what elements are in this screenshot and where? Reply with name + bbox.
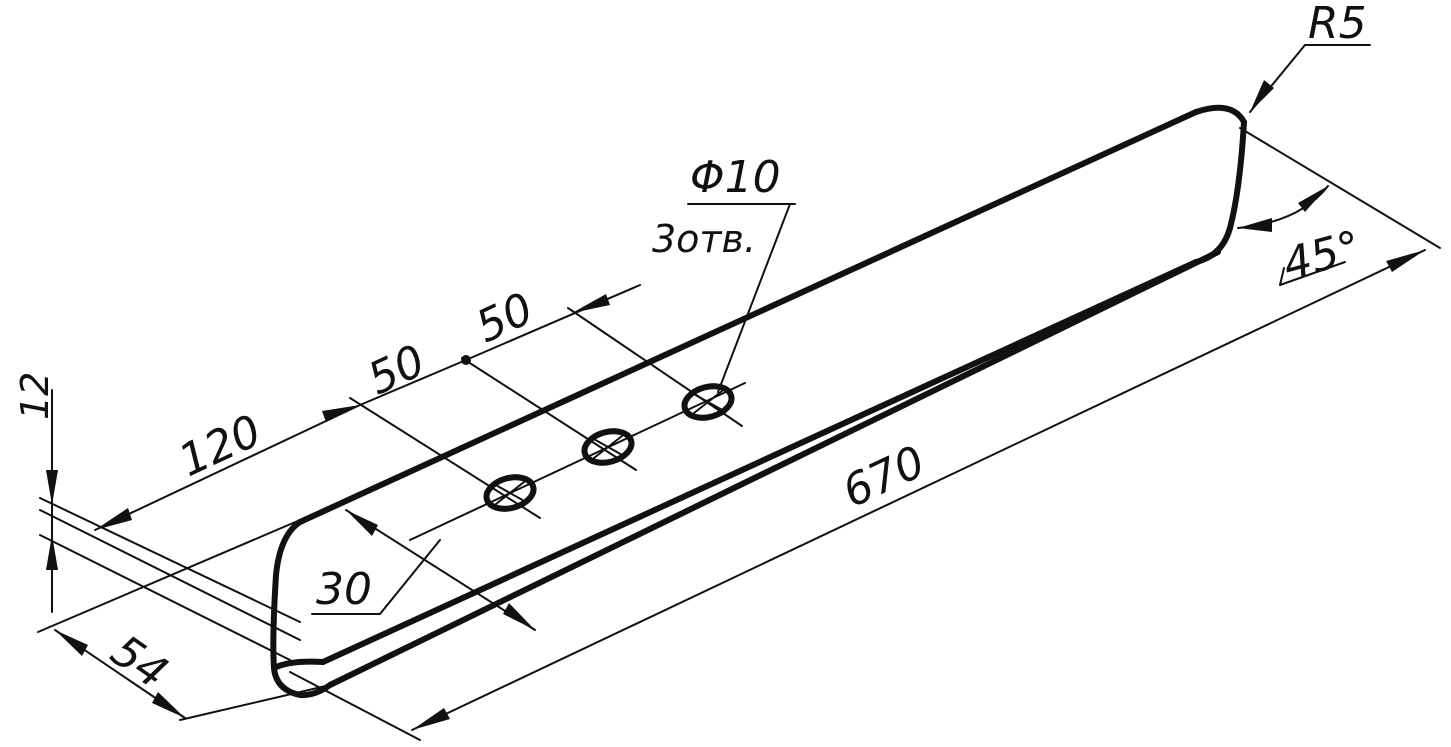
dimension-50-first: 50 (359, 335, 471, 406)
dimension-r5: R5 (1249, 0, 1371, 113)
dimension-30-label: 30 (316, 564, 372, 615)
dimension-50-first-label: 50 (360, 335, 432, 405)
dimension-12: 12 (13, 372, 301, 661)
hole-callout-count: 3отв. (652, 217, 756, 261)
hole-extension-lines (349, 307, 743, 519)
dimension-30: 30 (311, 509, 536, 631)
dimension-45deg-label: 45° (1278, 221, 1367, 290)
dimension-12-label: 12 (13, 372, 57, 420)
dimension-120-label: 120 (171, 405, 269, 487)
dimension-50-second: 50 (465, 283, 641, 361)
hole-centerline (409, 382, 746, 541)
hole-callout: Φ10 3отв. (652, 152, 796, 393)
dimension-45deg: 45° (1237, 185, 1367, 291)
dimension-54-label: 54 (102, 625, 177, 699)
dimension-50-second-label: 50 (469, 283, 541, 353)
hole-callout-diameter: Φ10 (690, 152, 781, 203)
part-outline (270, 104, 1247, 699)
dimension-r5-label: R5 (1308, 0, 1367, 49)
